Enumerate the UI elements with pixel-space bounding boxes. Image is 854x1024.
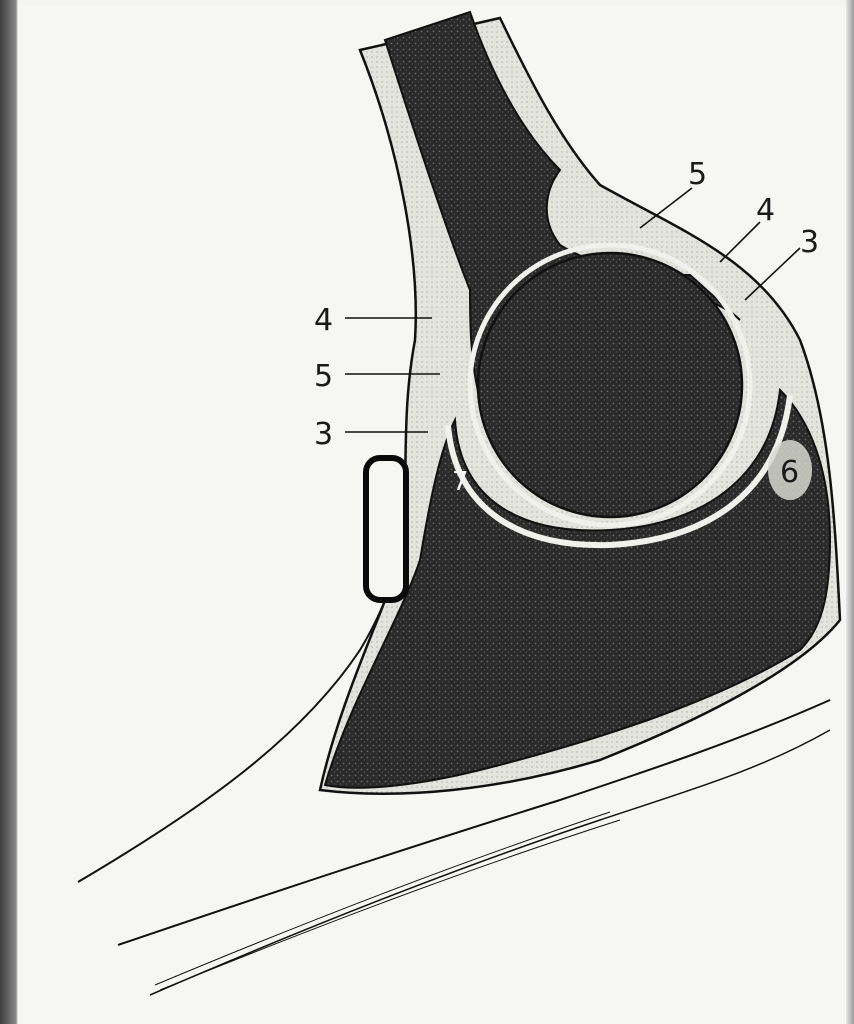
ulnar-nerve-outline bbox=[366, 458, 406, 600]
label-left-3: 3 bbox=[314, 417, 333, 452]
label-left-4: 4 bbox=[314, 303, 333, 338]
label-right-4: 4 bbox=[756, 193, 775, 228]
humerus-trochlea bbox=[478, 253, 742, 517]
label-6: 6 bbox=[780, 455, 799, 490]
label-right-3: 3 bbox=[800, 225, 819, 260]
label-right-5: 5 bbox=[688, 157, 707, 192]
label-left-5: 5 bbox=[314, 359, 333, 394]
label-7: 7 bbox=[452, 467, 469, 497]
